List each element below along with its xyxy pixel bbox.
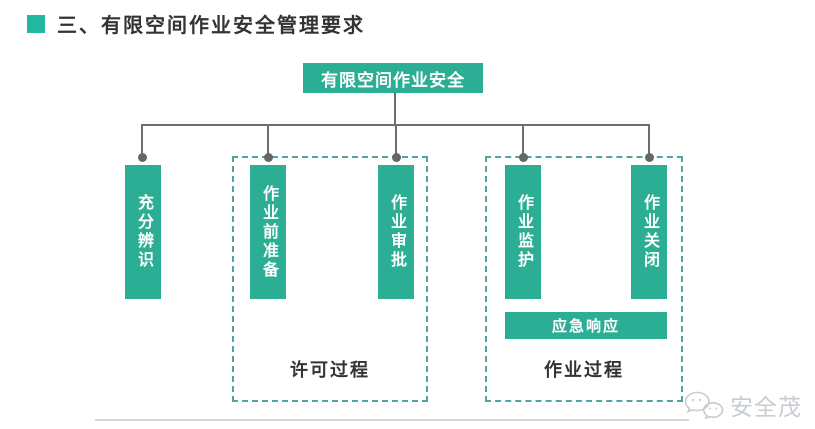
connector-stub [522,124,524,157]
branch-node-closure: 作业关闭 [631,165,667,299]
branch-node-label: 作业关闭 [641,194,658,270]
branch-node-label: 作业审批 [388,194,405,270]
group-label-operation-process: 作业过程 [544,360,624,380]
branch-node-identify: 充分辨识 [125,165,161,299]
brand-name: 安全茂 [730,394,802,420]
connector-dot [392,153,401,162]
group-frame-permit-process [232,156,428,402]
connector-stub [141,124,143,157]
emergency-response-node: 应急响应 [505,312,667,339]
connector-root-stub [394,93,396,124]
branch-node-label: 充分辨识 [135,194,152,270]
root-node: 有限空间作业安全 [303,63,483,93]
branch-node-label: 作业监护 [515,194,532,270]
branch-node-approval: 作业审批 [378,165,414,299]
connector-dot [264,153,273,162]
connector-dot [519,153,528,162]
title-bullet-square [27,14,45,33]
slide-header: 三、有限空间作业安全管理要求 [27,9,365,38]
page-title: 三、有限空间作业安全管理要求 [57,15,365,37]
branch-node-preparation: 作业前准备 [250,165,286,299]
connector-dot [645,153,654,162]
branch-node-supervision: 作业监护 [505,165,541,299]
group-label-permit-process: 许可过程 [290,360,370,380]
brand-watermark: 安全茂 [683,388,802,422]
group-frame-operation-process [485,156,683,402]
footer-divider [95,419,689,421]
wechat-icon [684,391,724,419]
connector-stub [395,124,397,157]
connector-stub [648,124,650,157]
connector-stub [267,124,269,157]
branch-node-label: 作业前准备 [260,184,277,280]
connector-dot [138,153,147,162]
